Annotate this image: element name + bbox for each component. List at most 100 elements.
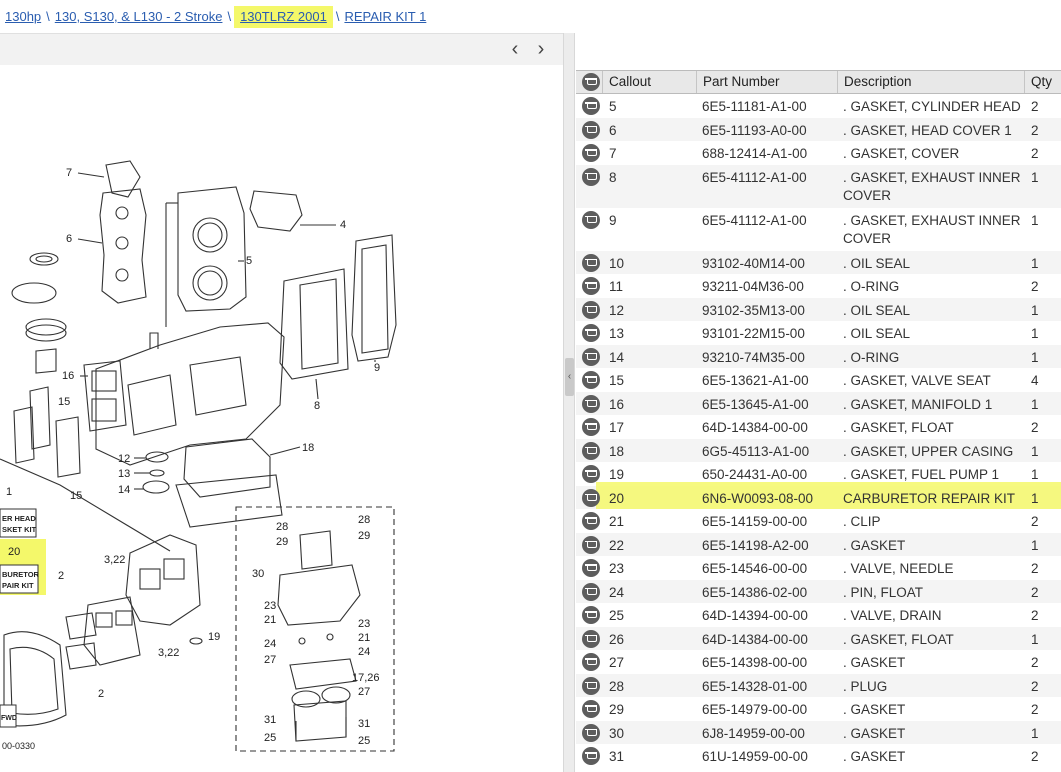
cart-icon[interactable] — [582, 144, 600, 162]
row-part-number[interactable]: 688-12414-A1-00 — [702, 146, 808, 161]
cart-icon[interactable] — [582, 512, 600, 530]
diagram-callout[interactable]: 12 — [118, 453, 130, 465]
diagram-callout[interactable]: 9 — [374, 362, 380, 374]
exploded-parts-diagram[interactable]: 7 6 5 4 9 8 16 15 15 12 13 14 18 28 28 2… — [0, 65, 563, 772]
row-part-number[interactable]: 6E5-14398-00-00 — [702, 655, 808, 670]
pane-splitter[interactable]: ‹ — [563, 33, 575, 772]
diagram-callout[interactable]: 15 — [70, 490, 82, 502]
next-diagram-button[interactable]: › — [531, 39, 551, 61]
row-part-number[interactable]: 6J8-14959-00-00 — [702, 725, 805, 741]
row-part-number[interactable]: 6E5-11193-A0-00 — [702, 122, 807, 138]
cart-icon[interactable] — [582, 441, 600, 460]
diagram-callout[interactable]: 15 — [58, 396, 70, 408]
diagram-callout-20[interactable]: 20 — [8, 546, 20, 558]
row-part-number[interactable]: 93102-35M13-00 — [702, 302, 805, 318]
cart-icon[interactable] — [582, 700, 600, 718]
row-part-number[interactable]: 6E5-11181-A1-00 — [702, 99, 807, 114]
diagram-callout[interactable]: 28 — [358, 514, 370, 526]
diagram-callout[interactable]: 31 — [264, 714, 276, 726]
diagram-callout[interactable]: 21 — [264, 614, 276, 626]
row-part-number[interactable]: 93211-04M36-00 — [702, 279, 804, 294]
breadcrumb-link-repair-kit[interactable]: REPAIR KIT 1 — [344, 9, 427, 24]
cart-icon[interactable] — [582, 629, 600, 648]
row-part-number[interactable]: 93102-40M14-00 — [702, 255, 805, 271]
row-part-number[interactable]: 6E5-14328-01-00 — [702, 678, 808, 694]
diagram-callout[interactable]: 13 — [118, 468, 130, 480]
row-part-number[interactable]: 64D-14384-00-00 — [702, 420, 808, 435]
row-part-number[interactable]: 93210-74M35-00 — [702, 349, 805, 365]
header-part-number[interactable]: Part Number — [696, 71, 837, 93]
diagram-callout[interactable]: 30 — [252, 568, 264, 580]
breadcrumb-link-model-family[interactable]: 130, S130, & L130 - 2 Stroke — [54, 9, 223, 24]
row-part-number[interactable]: 6E5-13645-A1-00 — [702, 396, 809, 412]
diagram-callout[interactable]: 5 — [246, 255, 252, 267]
diagram-callout[interactable]: 29 — [358, 530, 370, 542]
row-part-number[interactable]: 6N6-W0093-08-00 — [702, 490, 814, 506]
cart-icon[interactable] — [582, 535, 600, 554]
row-part-number[interactable]: 6E5-41112-A1-00 — [702, 212, 807, 228]
cart-icon[interactable] — [582, 97, 600, 115]
cart-icon[interactable] — [582, 324, 600, 342]
row-part-number[interactable]: 6E5-14159-00-00 — [702, 514, 808, 529]
cart-icon[interactable] — [582, 73, 600, 91]
cart-icon[interactable] — [582, 747, 600, 765]
row-part-number[interactable]: 6E5-14198-A2-00 — [702, 537, 809, 553]
row-part-number[interactable]: 6E5-13621-A1-00 — [702, 373, 809, 388]
diagram-callout[interactable]: 2 — [58, 570, 64, 582]
row-part-number[interactable]: 6E5-14546-00-00 — [702, 561, 808, 576]
row-part-number[interactable]: 6E5-14386-02-00 — [702, 584, 808, 600]
diagram-callout[interactable]: 3,22 — [158, 647, 179, 659]
diagram-callout[interactable]: 23 — [264, 600, 276, 612]
diagram-callout[interactable]: 8 — [314, 400, 320, 412]
diagram-callout[interactable]: 6 — [66, 233, 72, 245]
diagram-callout[interactable]: 27 — [358, 686, 370, 698]
row-part-number[interactable]: 6G5-45113-A1-00 — [702, 443, 810, 459]
row-part-number[interactable]: 6E5-14979-00-00 — [702, 702, 808, 717]
diagram-callout[interactable]: 28 — [276, 521, 288, 533]
breadcrumb-link-model[interactable]: 130TLRZ 2001 — [234, 6, 333, 28]
cart-icon[interactable] — [582, 347, 600, 366]
diagram-callout[interactable]: 3,22 — [104, 554, 125, 566]
diagram-callout[interactable]: 24 — [358, 646, 370, 658]
cart-icon[interactable] — [582, 371, 600, 389]
cart-icon[interactable] — [582, 653, 600, 671]
cart-icon[interactable] — [582, 167, 600, 186]
cart-icon[interactable] — [582, 300, 600, 319]
row-part-number[interactable]: 64D-14384-00-00 — [702, 631, 808, 647]
header-description[interactable]: Description — [837, 71, 1024, 93]
cart-icon[interactable] — [582, 210, 600, 229]
cart-icon[interactable] — [582, 418, 600, 436]
diagram-callout[interactable]: 4 — [340, 219, 346, 231]
diagram-callout[interactable]: 25 — [264, 732, 276, 744]
cart-icon[interactable] — [582, 606, 600, 624]
diagram-callout[interactable]: 23 — [358, 618, 370, 630]
diagram-callout[interactable]: 29 — [276, 536, 288, 548]
diagram-callout[interactable]: 14 — [118, 484, 130, 496]
diagram-callout[interactable]: 19 — [208, 631, 220, 643]
diagram-callout[interactable]: 21 — [358, 632, 370, 644]
row-part-number[interactable]: 61U-14959-00-00 — [702, 749, 808, 764]
diagram-callout[interactable]: 7 — [66, 167, 72, 179]
header-qty[interactable]: Qty — [1024, 71, 1061, 93]
diagram-callout[interactable]: 31 — [358, 718, 370, 730]
